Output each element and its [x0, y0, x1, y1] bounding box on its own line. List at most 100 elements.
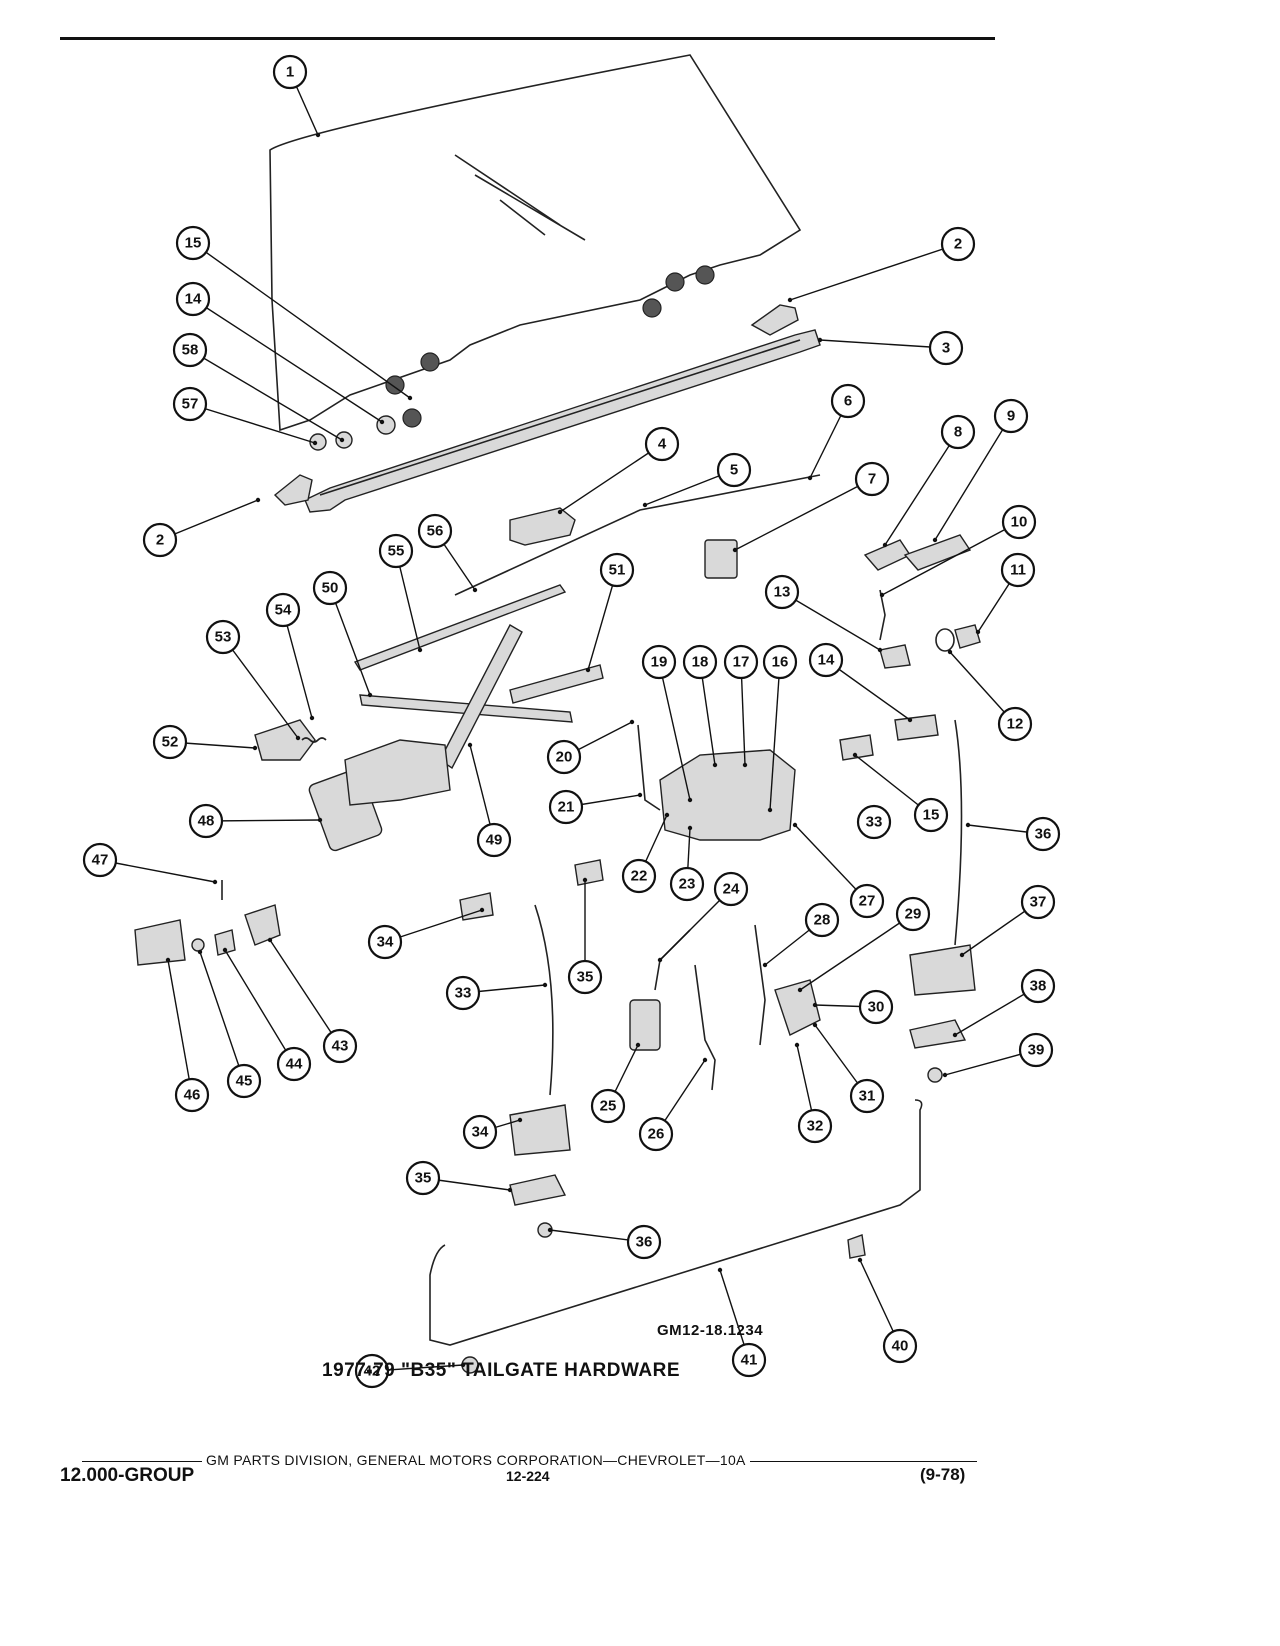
- callout-circle: [82, 842, 118, 878]
- callout-number: 13: [774, 584, 791, 601]
- leader-arrowhead-36: [547, 1227, 553, 1233]
- hinge-43: [134, 919, 186, 966]
- callout-circle: [354, 1353, 390, 1389]
- footer-division-line: GM PARTS DIVISION, GENERAL MOTORS CORPOR…: [82, 1452, 977, 1468]
- leader-arrowhead-35: [582, 877, 588, 883]
- rod-21: [637, 724, 661, 811]
- leader-arrowhead-4: [557, 509, 563, 515]
- leader-line-18: [699, 661, 716, 766]
- leader-line-19: [658, 661, 691, 801]
- leader-arrowhead-20: [629, 719, 635, 725]
- callout-circle: [713, 871, 749, 907]
- callout-43: 43: [322, 1028, 358, 1064]
- leader-arrowhead-55: [417, 647, 423, 653]
- callout-50: 50: [312, 570, 348, 606]
- callout-number: 48: [198, 813, 215, 830]
- bracket-left: [273, 474, 313, 506]
- figure-title: 1977-79 "B35" TAILGATE HARDWARE: [322, 1360, 680, 1381]
- leader-arrowhead-10: [879, 592, 885, 598]
- rod-10: [879, 589, 886, 641]
- lock-cylinder-housing: [704, 539, 738, 579]
- leader-arrowhead-1: [315, 132, 321, 138]
- lock-assembly-30: [774, 979, 821, 1036]
- callout-33: 33: [445, 975, 481, 1011]
- callout-38: 38: [1020, 968, 1056, 1004]
- callout-36: 36: [1025, 816, 1061, 852]
- footer-page-number: 12-224: [506, 1468, 550, 1484]
- callout-number: 36: [1035, 826, 1052, 843]
- callout-circle: [548, 789, 584, 825]
- callout-number: 20: [556, 749, 573, 766]
- callout-number: 43: [332, 1038, 349, 1055]
- callout-12: 12: [997, 706, 1033, 742]
- callout-31: 31: [849, 1078, 885, 1114]
- callout-circle: [882, 1328, 918, 1364]
- callout-circle: [1001, 504, 1037, 540]
- callout-number: 53: [215, 629, 232, 646]
- leader-arrowhead-16: [767, 807, 773, 813]
- leader-arrowhead-44: [222, 947, 228, 953]
- leader-arrowhead-14: [379, 419, 385, 425]
- callout-circle: [378, 533, 414, 569]
- callout-circle: [272, 54, 308, 90]
- leader-line-58: [189, 349, 343, 441]
- callout-circle: [626, 1224, 662, 1260]
- leader-line-45: [199, 951, 245, 1082]
- callout-33: 33: [856, 804, 892, 840]
- callout-circle: [830, 383, 866, 419]
- guide-48: [509, 664, 604, 704]
- callout-number: 11: [1010, 562, 1026, 579]
- leader-arrowhead-31: [812, 1022, 818, 1028]
- regulator-arm-46: [439, 624, 523, 770]
- callout-36: 36: [626, 1224, 662, 1260]
- callout-circle: [599, 552, 635, 588]
- callout-number: 16: [772, 654, 789, 671]
- callout-number: 37: [1030, 894, 1047, 911]
- leader-line-14: [192, 298, 383, 423]
- leader-line-53: [222, 636, 299, 739]
- leader-arrowhead-21: [637, 792, 643, 798]
- callout-circle: [731, 1342, 767, 1378]
- callout-number: 32: [807, 1118, 824, 1135]
- callout-14: 14: [175, 281, 211, 317]
- callout-circle: [1000, 552, 1036, 588]
- callout-number: 17: [733, 654, 750, 671]
- callout-16: 16: [762, 644, 798, 680]
- callout-35: 35: [405, 1160, 441, 1196]
- callout-circle: [940, 226, 976, 262]
- callout-circle: [1025, 816, 1061, 852]
- leader-arrowhead-50: [367, 692, 373, 698]
- callout-number: 45: [236, 1073, 253, 1090]
- callout-15: 15: [913, 797, 949, 833]
- leader-line-3: [819, 339, 947, 349]
- control-rod: [454, 474, 821, 596]
- callout-number: 56: [427, 523, 444, 540]
- callout-circle: [849, 883, 885, 919]
- callout-number: 18: [692, 654, 709, 671]
- callout-circle: [172, 386, 208, 422]
- leader-arrowhead-53: [295, 735, 301, 741]
- leader-arrowhead-34: [479, 907, 485, 913]
- nut-42: [191, 938, 205, 952]
- leader-arrowhead-57: [312, 440, 318, 446]
- leader-arrowhead-15: [407, 395, 413, 401]
- callout-number: 34: [377, 934, 394, 951]
- leader-arrowhead-43: [267, 937, 273, 943]
- outside-handle-bezel: [863, 539, 912, 571]
- callout-number: 50: [322, 580, 339, 597]
- callout-circle: [808, 642, 844, 678]
- lock-rod-28: [754, 924, 766, 1046]
- callout-3: 3: [928, 330, 964, 366]
- leader-arrowhead-42: [460, 1362, 466, 1368]
- callout-27: 27: [849, 883, 885, 919]
- striker-34-left: [509, 1104, 571, 1156]
- leader-arrowhead-8: [882, 542, 888, 548]
- rod-38: [429, 1099, 923, 1346]
- motor-bracket-49: [254, 719, 316, 761]
- top-rule: [60, 37, 995, 40]
- callout-40: 40: [882, 1328, 918, 1364]
- callout-number: 39: [1028, 1042, 1045, 1059]
- inside-handle: [509, 507, 576, 546]
- striker-34-right: [909, 944, 976, 996]
- leader-line-8: [884, 431, 959, 546]
